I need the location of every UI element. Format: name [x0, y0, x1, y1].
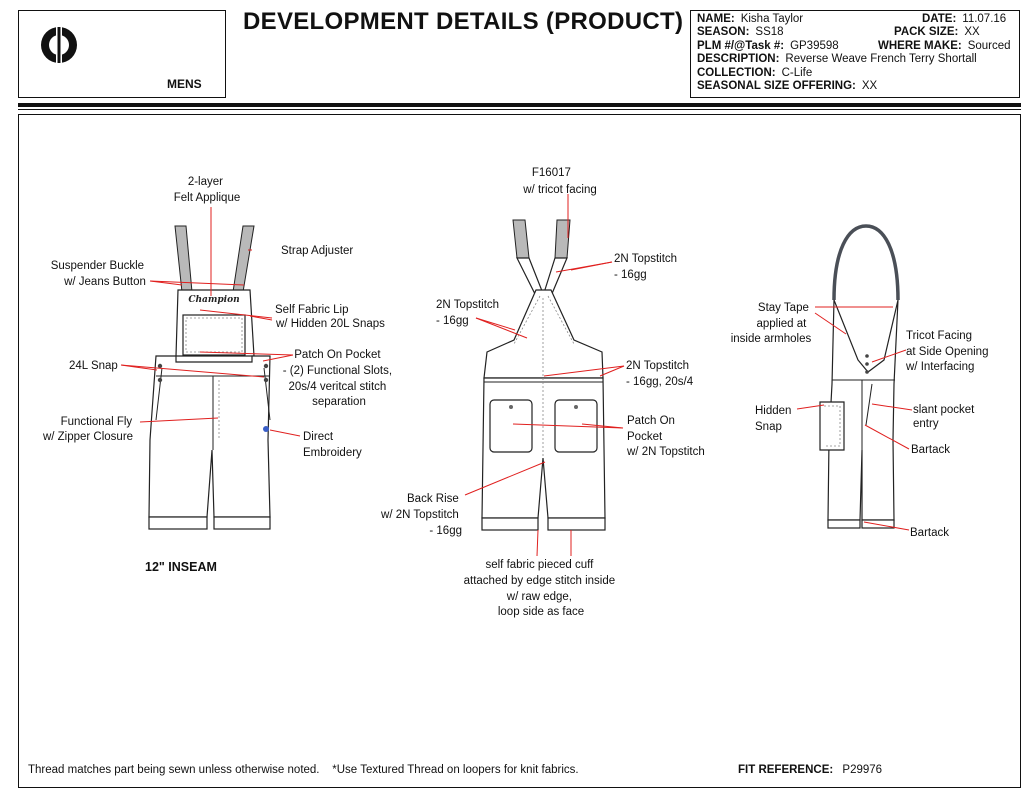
header-rule-thin: [18, 109, 1021, 110]
label-bartack-upper: Bartack: [911, 444, 950, 456]
label-stay-tape: Stay Tape applied at inside armholes: [731, 302, 812, 345]
thread-note: Thread matches part being sewn unless ot…: [28, 764, 579, 776]
pack-size-value: XX: [964, 26, 980, 39]
side-garment-drawing: [796, 224, 913, 531]
info-row-season: SEASON: SS18 PACK SIZE: XX: [697, 26, 1013, 39]
label-direct-embroidery: Direct Embroidery: [303, 431, 362, 459]
label-f16017: F16017 w/ tricot facing: [522, 167, 597, 196]
label-functional-fly: Functional Fly w/ Zipper Closure: [42, 416, 135, 443]
back-garment-drawing: [464, 194, 625, 557]
info-row-plm: PLM #/@Task #: GP39598 WHERE MAKE: Sourced: [697, 40, 1013, 53]
where-make-value: Sourced: [967, 39, 1011, 52]
page-title: DEVELOPMENT DETAILS (PRODUCT): [243, 8, 684, 35]
label-suspender-buckle: Suspender Buckle w/ Jeans Button: [51, 260, 148, 288]
front-right-cuff: [213, 516, 271, 530]
where-make-label: WHERE MAKE:: [878, 39, 962, 52]
label-topstitch-strap: 2N Topstitch - 16gg: [614, 253, 680, 281]
label-tricot-facing: Tricot Facing at Side Opening w/ Interfa…: [905, 330, 992, 373]
plm-label: PLM #/@Task #:: [697, 39, 785, 52]
label-felt-applique: 2-layer Felt Applique: [174, 176, 241, 204]
description-value: Reverse Weave French Terry Shortall: [785, 53, 977, 66]
label-topstitch-waist: 2N Topstitch - 16gg, 20s/4: [626, 360, 694, 388]
side-strap-loop: [832, 224, 900, 301]
side-hidden-snap-panel: [819, 401, 845, 451]
date-label: DATE:: [922, 13, 957, 25]
back-left-pocket: [489, 399, 533, 453]
info-row-description: DESCRIPTION: Reverse Weave French Terry S…: [697, 53, 1013, 66]
seasonal-size-value: XX: [861, 79, 878, 92]
collection-value: C-Life: [781, 66, 813, 79]
label-back-rise: Back Rise w/ 2N Topstitch - 16gg: [380, 493, 462, 537]
label-hidden-snap: Hidden Snap: [755, 405, 795, 433]
info-box: NAME:Kisha Taylor DATE:11.07.16 SEASON:S…: [690, 10, 1020, 98]
name-value: Kisha Taylor: [740, 13, 804, 25]
info-row-seasonal: SEASONAL SIZE OFFERING: XX: [697, 80, 1013, 93]
header-rule-thick: [18, 103, 1021, 107]
fit-reference-label: FIT REFERENCE:: [738, 764, 834, 776]
logo-box: MENS: [18, 10, 226, 98]
description-label: DESCRIPTION:: [697, 53, 780, 66]
label-strap-adjuster: Strap Adjuster: [281, 245, 353, 257]
seasonal-size-label: SEASONAL SIZE OFFERING:: [697, 79, 856, 92]
date-value: 11.07.16: [962, 13, 1007, 25]
pack-size-label: PACK SIZE:: [894, 26, 959, 39]
label-slant-pocket: slant pocket entry: [913, 404, 978, 430]
front-body: [148, 355, 271, 518]
fit-reference: FIT REFERENCE: P29976: [738, 764, 882, 776]
front-left-cuff: [148, 516, 208, 530]
label-cuff: self fabric pieced cuff attached by edge…: [464, 559, 619, 618]
label-topstitch-left: 2N Topstitch - 16gg: [436, 299, 502, 327]
label-patch-on-pocket-back: Patch On Pocket w/ 2N Topstitch: [626, 415, 705, 458]
back-left-strap-top: [512, 219, 530, 259]
info-row-name: NAME: Kisha Taylor DATE: 11.07.16: [697, 13, 1013, 26]
bib-logo-text: Champion: [188, 295, 239, 305]
front-right-strap: [232, 225, 255, 293]
artwork-panel: [18, 114, 1021, 788]
label-24l-snap: 24L Snap: [69, 360, 118, 372]
label-bartack-lower: Bartack: [910, 527, 949, 539]
front-garment-drawing: Champion: [120, 207, 301, 530]
division-label: MENS: [167, 77, 202, 91]
champion-logo-icon: [41, 25, 77, 65]
label-patch-on-pocket: Patch On Pocket - (2) Functional Slots, …: [283, 349, 396, 408]
inseam-label: 12" INSEAM: [145, 560, 217, 574]
plm-value: GP39598: [790, 39, 839, 52]
front-bib-pocket: [182, 314, 246, 356]
label-self-fabric-lip: Self Fabric Lip w/ Hidden 20L Snaps: [275, 304, 385, 330]
collection-label: COLLECTION:: [697, 66, 776, 79]
embroidery-mark-icon: [263, 426, 269, 432]
fit-reference-value: P29976: [842, 764, 883, 776]
season-value: SS18: [755, 26, 784, 39]
season-label: SEASON:: [697, 26, 750, 39]
name-label: NAME:: [697, 13, 735, 25]
info-row-collection: COLLECTION: C-Life: [697, 67, 1013, 80]
